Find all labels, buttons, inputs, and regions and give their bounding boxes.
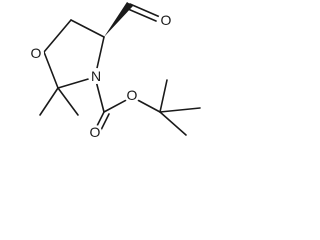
stereo-wedge-bond bbox=[104, 2, 133, 37]
structure-diagram: O N O O O bbox=[28, 2, 201, 140]
atom-aldehyde-oxygen: O bbox=[158, 12, 174, 28]
atom-ring-nitrogen: N bbox=[88, 68, 104, 84]
ester-oxygen-label: O bbox=[127, 87, 138, 103]
carbonyl-oxygen-label: O bbox=[90, 124, 101, 140]
ring-nitrogen-label: N bbox=[91, 68, 101, 84]
aldehyde-oxygen-label: O bbox=[161, 12, 172, 28]
bond-cho-double-b bbox=[127, 8, 157, 22]
bond-c2-methyl-right bbox=[57, 87, 79, 116]
bond-o1-c2 bbox=[43, 51, 59, 89]
bond-co-double-a bbox=[95, 111, 105, 129]
bond-tbu-methyl-down bbox=[159, 111, 187, 136]
bond-c5-c4 bbox=[70, 19, 105, 38]
bond-cho-double-a bbox=[129, 3, 161, 18]
bond-tbu-methyl-right bbox=[159, 107, 201, 113]
atom-ester-oxygen: O bbox=[124, 87, 140, 103]
bond-c2-methyl-left bbox=[39, 87, 59, 116]
bond-tbu-methyl-up bbox=[159, 79, 168, 113]
ring-oxygen-label: O bbox=[31, 45, 42, 61]
atom-carbonyl-oxygen: O bbox=[88, 124, 102, 140]
atom-ring-oxygen: O bbox=[28, 45, 44, 61]
bond-co-double-b bbox=[100, 113, 110, 131]
bond-c5-o1 bbox=[43, 19, 72, 53]
